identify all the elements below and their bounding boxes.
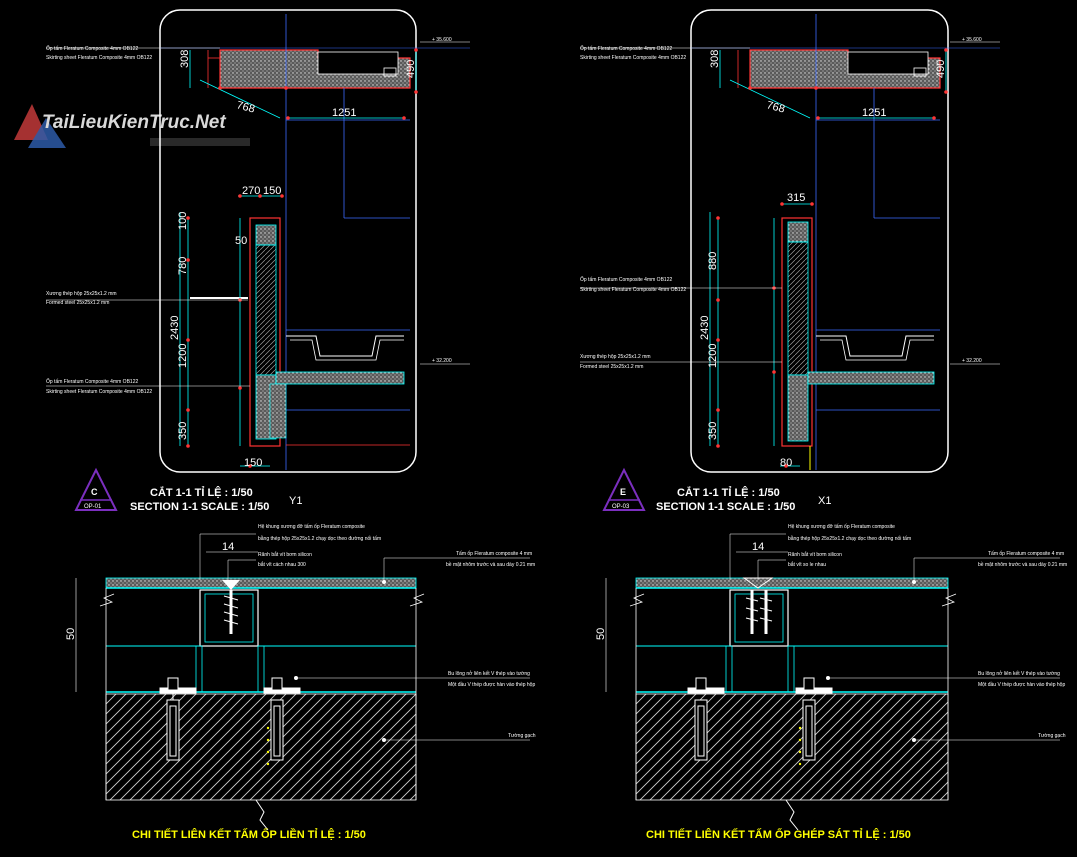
brick-wall-left (105, 693, 417, 801)
ann-dl-r2: bề mặt nhôm trước và sau dày 0.21 mm (446, 562, 535, 568)
ann-left-low-1: Ốp tấm Fleratum Composite 4mm OB122 (46, 378, 138, 385)
section-right: Ốp tấm Fleratum Composite 4mm OB122 Skir… (580, 9, 1000, 513)
ann-dr-r2: bề mặt nhôm trước và sau dày 0.21 mm (978, 562, 1067, 568)
dim-r-2430: 2430 (699, 316, 711, 340)
section-left: Ốp tấm Fleratum Composite 4mm OB122 Skir… (46, 9, 470, 513)
section-title-en-right: SECTION 1-1 SCALE : 1/50 (656, 501, 795, 513)
dim-270: 270 (242, 185, 260, 197)
ann-left-mid-1: Xương thép hộp 25x25x1.2 mm (46, 291, 117, 297)
watermark-logo: TaiLieuKienTruc.Net (14, 104, 250, 148)
ann-right-mid-1: Ốp tấm Fleratum Composite 4mm OB122 (580, 276, 672, 283)
floor-slab-left (275, 371, 405, 385)
dim-2430: 2430 (169, 316, 181, 340)
dim-r-1251: 1251 (862, 107, 886, 119)
ann-dl-2: bằng thép hộp 25x25x1.2 chạy dọc theo đư… (258, 535, 381, 542)
ann-dl-1: Hệ khung xương đỡ tấm ốp Fleratum compos… (258, 524, 365, 530)
cladding-right (781, 217, 813, 447)
dim-150b: 150 (244, 457, 262, 469)
ann-dr-1: Hệ khung xương đỡ tấm ốp Fleratum compos… (788, 524, 895, 530)
level-low-left: + 32.200 (432, 358, 452, 364)
ann-left-mid-2: Formed steel 25x25x1.2 mm (46, 300, 109, 306)
dim-14-right: 14 (752, 541, 764, 553)
dim-r-80: 80 (780, 457, 792, 469)
dim-50: 50 (235, 235, 247, 247)
axis-x1: X1 (818, 495, 831, 507)
tag-code-left: OP-01 (84, 504, 102, 510)
dim-1251: 1251 (332, 107, 356, 119)
axis-y1: Y1 (289, 495, 302, 507)
detail-title-right: CHI TIẾT LIÊN KẾT TẤM ỐP GHÉP SÁT TỈ LỆ … (646, 827, 911, 841)
detail-right: 50 14 Hệ khung xương đỡ tấm ốp Fleratum … (595, 524, 1067, 841)
ann-right-top-1: Ốp tấm Fleratum Composite 4mm OB122 (580, 45, 672, 52)
ann-left-top-1: Ốp tấm Fleratum Composite 4mm OB122 (46, 45, 138, 52)
ann-dl-4: bắt vít cách nhau 300 (258, 561, 306, 568)
level-low-right: + 32.200 (962, 358, 982, 364)
ann-dl-3: Rãnh bắt vít bơm silicon (258, 551, 312, 558)
ann-dr-r5: Tường gạch (1038, 733, 1066, 739)
tag-letter-left: C (91, 487, 98, 497)
level-top-right: + 35.600 (962, 37, 982, 43)
ann-dl-r4: Một đầu V thép được hàn vào thép hộp (448, 682, 535, 688)
ann-left-top-2: Skirting sheet Fleratum Composite 4mm OB… (46, 55, 152, 61)
dim-780: 780 (177, 257, 189, 275)
ann-dr-3: Rãnh bắt vít bơm silicon (788, 551, 842, 558)
section-title-en-left: SECTION 1-1 SCALE : 1/50 (130, 501, 269, 513)
ann-dl-r5: Tường gạch (508, 733, 536, 739)
ann-right-low-2: Formed steel 25x25x1.2 mm (580, 364, 643, 370)
dim-r-490: 490 (935, 60, 947, 78)
dim-r-350: 350 (707, 422, 719, 440)
floor-slab-right (807, 371, 935, 385)
section-title-vn-right: CẮT 1-1 TỈ LỆ : 1/50 (677, 486, 780, 499)
section-tag-right (602, 467, 646, 511)
dim-14-left: 14 (222, 541, 234, 553)
dim-490: 490 (405, 60, 417, 78)
tag-code-right: OP-03 (612, 504, 630, 510)
watermark-text: TaiLieuKienTruc.Net (42, 112, 226, 133)
detail-left: 50 14 Hệ khung xương đỡ tấm ốp Fleratum … (65, 524, 536, 841)
dim-r-768: 768 (765, 99, 786, 115)
frame-left (159, 9, 417, 473)
brick-wall-right (635, 693, 949, 801)
ann-dr-r3: Bu lông nở liên kết V thép vào tường (978, 670, 1060, 677)
frame-right (690, 9, 949, 473)
dim-50-right: 50 (595, 628, 607, 640)
dim-r-1200: 1200 (707, 344, 719, 368)
dim-350: 350 (177, 422, 189, 440)
ann-dr-2: bằng thép hộp 25x25x1.2 chạy dọc theo đư… (788, 535, 911, 542)
ann-dl-r3: Bu lông nở liên kết V thép vào tường (448, 670, 530, 677)
dim-768: 768 (235, 99, 256, 115)
tag-letter-right: E (620, 487, 626, 497)
ann-dr-4: bắt vít so le nhau (788, 561, 826, 568)
panel-left (105, 577, 417, 589)
dim-308: 308 (179, 50, 191, 68)
dim-150: 150 (263, 185, 281, 197)
ann-dr-r4: Một đầu V thép được hàn vào thép hộp (978, 682, 1065, 688)
ann-dr-r1: Tấm ốp Fleratum composite 4 mm (988, 551, 1064, 557)
ann-right-top-2: Skirting sheet Fleratum Composite 4mm OB… (580, 55, 686, 61)
ann-dl-r1: Tấm ốp Fleratum composite 4 mm (456, 551, 532, 557)
dim-100: 100 (177, 212, 189, 230)
dim-r-880: 880 (707, 252, 719, 270)
panel-right (635, 577, 949, 589)
cladding-left (249, 217, 281, 447)
ann-left-low-2: Skirting sheet Fleratum Composite 4mm OB… (46, 389, 152, 395)
dim-r-308: 308 (709, 50, 721, 68)
section-title-vn-left: CẮT 1-1 TỈ LỆ : 1/50 (150, 486, 253, 499)
ann-right-low-1: Xương thép hộp 25x25x1.2 mm (580, 354, 651, 360)
section-tag-left (74, 467, 118, 511)
dim-r-315: 315 (787, 192, 805, 204)
level-top-left: + 35.600 (432, 37, 452, 43)
dim-1200: 1200 (177, 344, 189, 368)
dim-50-left: 50 (65, 628, 77, 640)
detail-title-left: CHI TIẾT LIÊN KẾT TẤM ỐP LIỀN TỈ LỆ : 1/… (132, 827, 366, 841)
ann-right-mid-2: Skirting sheet Fleratum Composite 4mm OB… (580, 287, 686, 293)
